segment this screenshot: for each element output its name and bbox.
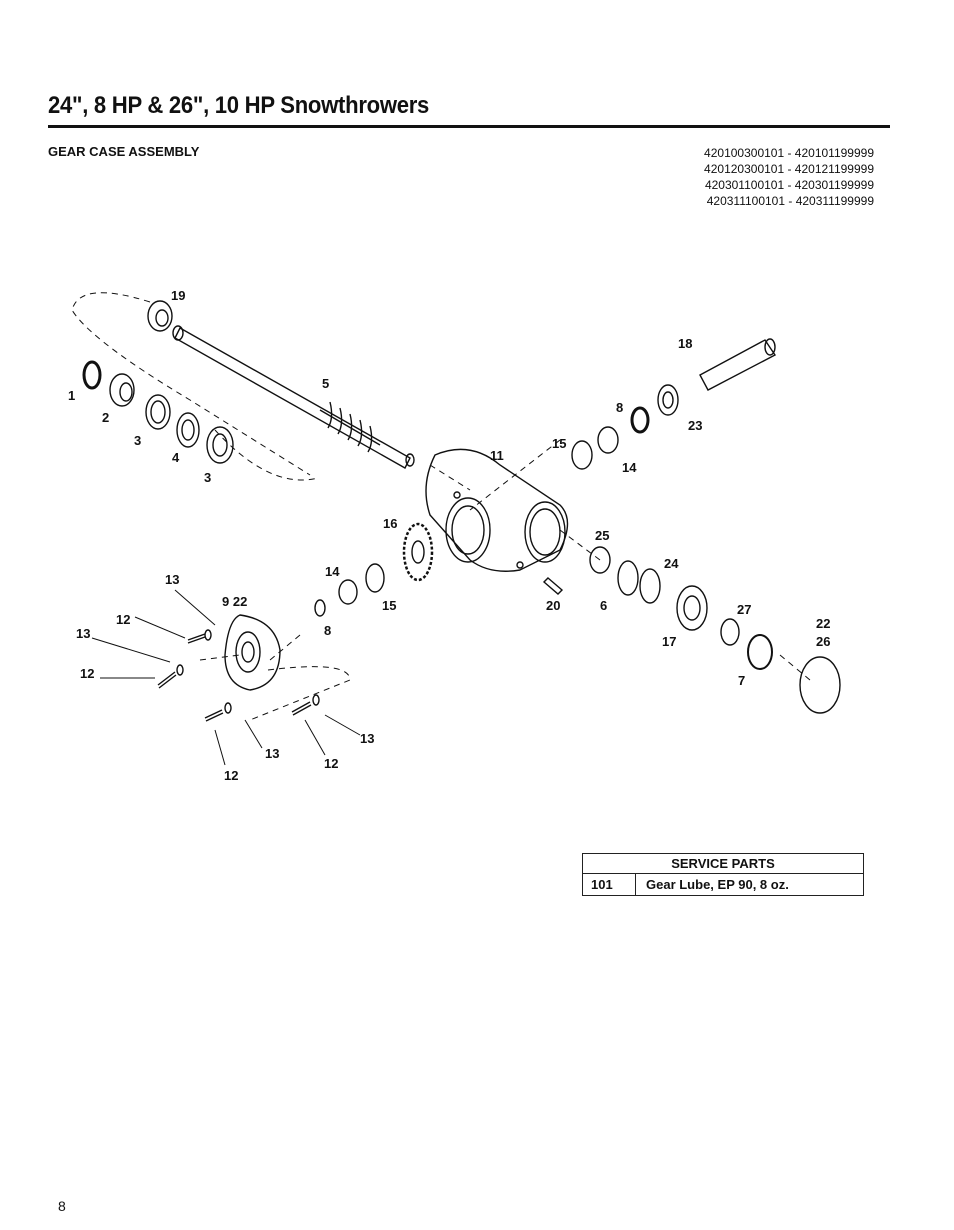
callout-label: 27 xyxy=(737,602,751,617)
gear-case-exploded-diagram: 19 18 1 2 3 4 3 5 8 23 15 14 11 16 25 24… xyxy=(68,288,841,783)
callout-label: 20 xyxy=(546,598,560,613)
output-shaft xyxy=(571,338,777,470)
callout-label: 19 xyxy=(171,288,185,303)
callout-label: 8 xyxy=(616,400,623,415)
right-lower-components xyxy=(589,546,841,714)
callout-label: 12 xyxy=(324,756,338,771)
serial-range: 420100300101 - 420101199999 xyxy=(704,146,874,160)
left-shaft-components xyxy=(82,360,234,464)
callout-label: 15 xyxy=(382,598,396,613)
callout-label: 7 xyxy=(738,673,745,688)
section-subtitle: GEAR CASE ASSEMBLY xyxy=(48,144,200,159)
callout-label: 6 xyxy=(600,598,607,613)
bolts xyxy=(157,629,320,722)
callout-label: 26 xyxy=(816,634,830,649)
serial-range: 420120300101 - 420121199999 xyxy=(704,162,874,176)
callout-label: 13 xyxy=(76,626,90,641)
callout-label: 12 xyxy=(80,666,94,681)
callout-label: 23 xyxy=(688,418,702,433)
callout-label: 15 xyxy=(552,436,566,451)
callout-label: 18 xyxy=(678,336,692,351)
callout-label: 16 xyxy=(383,516,397,531)
callout-label: 13 xyxy=(165,572,179,587)
part-number: 101 xyxy=(583,874,636,895)
callout-label: 22 xyxy=(816,616,830,631)
callout-label: 5 xyxy=(322,376,329,391)
callout-label: 4 xyxy=(172,450,180,465)
worm-shaft xyxy=(172,325,415,469)
callout-label: 14 xyxy=(325,564,340,579)
callout-label: 1 xyxy=(68,388,75,403)
gear-case-housing xyxy=(425,448,569,572)
callout-label: 8 xyxy=(324,623,331,638)
callout-label: 9 22 xyxy=(222,594,247,609)
serial-range: 420311100101 - 420311199999 xyxy=(706,194,874,208)
callout-label: 25 xyxy=(595,528,609,543)
serial-range: 420301100101 - 420301199999 xyxy=(704,178,874,192)
page-number: 8 xyxy=(58,1198,66,1214)
callout-label: 12 xyxy=(224,768,238,783)
serial-range-list: 420100300101 - 420101199999 420120300101… xyxy=(704,145,874,209)
page-title: 24", 8 HP & 26", 10 HP Snowthrowers xyxy=(48,92,430,119)
callout-label: 2 xyxy=(102,410,109,425)
callout-label: 11 xyxy=(490,448,504,463)
part-description: Gear Lube, EP 90, 8 oz. xyxy=(646,877,789,892)
callout-label: 3 xyxy=(134,433,141,448)
service-parts-table: SERVICE PARTS 101 Gear Lube, EP 90, 8 oz… xyxy=(582,853,864,896)
service-parts-header: SERVICE PARTS xyxy=(583,854,863,874)
callout-label: 13 xyxy=(265,746,279,761)
callout-label: 24 xyxy=(664,556,679,571)
callout-label: 12 xyxy=(116,612,130,627)
gear-part-16 xyxy=(402,522,434,582)
callout-label: 3 xyxy=(204,470,211,485)
table-row: 101 Gear Lube, EP 90, 8 oz. xyxy=(583,874,863,895)
callout-label: 14 xyxy=(622,460,637,475)
callout-label: 17 xyxy=(662,634,676,649)
bearing-part-19 xyxy=(147,300,173,332)
cover-plate xyxy=(224,614,281,691)
title-rule xyxy=(48,125,890,128)
callout-label: 13 xyxy=(360,731,374,746)
